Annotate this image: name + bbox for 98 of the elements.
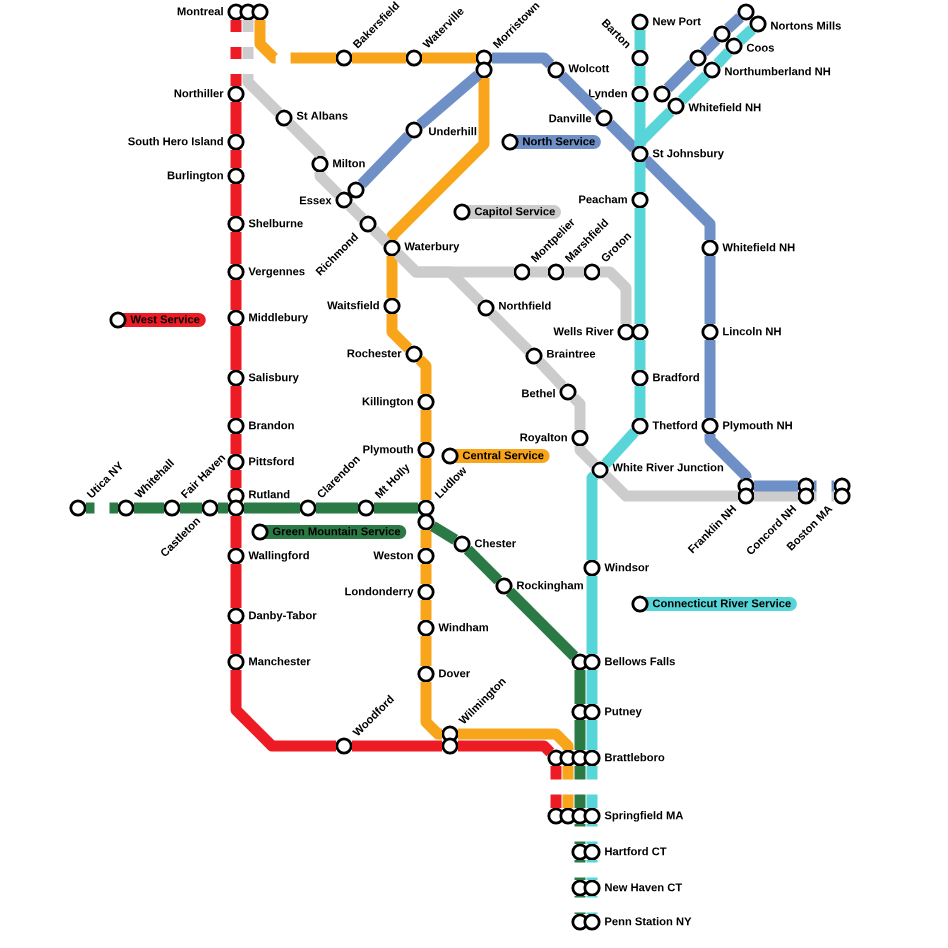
rail-line — [634, 107, 675, 148]
rail-line — [574, 720, 586, 750]
rail-line — [386, 78, 490, 242]
rail-line — [574, 824, 586, 844]
rail-line — [754, 480, 798, 492]
rail-line — [285, 119, 326, 160]
rail-line — [634, 30, 646, 50]
rail-line — [415, 355, 432, 394]
rail-line — [244, 502, 300, 514]
rail-line — [314, 170, 343, 199]
rail-line — [420, 530, 432, 548]
rail-line — [634, 66, 646, 86]
rail-line — [564, 266, 584, 278]
rail-line — [458, 740, 555, 757]
rail-line — [574, 860, 586, 880]
rail-line — [230, 670, 336, 752]
rail-line — [230, 564, 242, 608]
rail-line — [458, 728, 574, 752]
rail-line — [134, 502, 164, 514]
rail-line — [634, 386, 646, 418]
rail-line — [586, 860, 598, 880]
rail-line — [429, 521, 459, 545]
rail-line — [369, 225, 391, 247]
rail-line — [586, 896, 598, 914]
rail-line — [704, 256, 716, 324]
rail-line — [393, 249, 485, 307]
rail-line — [357, 131, 413, 189]
rail-line — [704, 340, 716, 418]
rail-line — [230, 386, 242, 418]
rail-line — [605, 119, 639, 153]
rail-line — [230, 516, 242, 548]
rail-line — [663, 59, 697, 93]
rail-line — [230, 470, 242, 488]
rail-line — [352, 52, 406, 64]
rail-line — [601, 471, 738, 502]
rail-line — [699, 35, 721, 57]
rail-line — [814, 480, 834, 492]
rail-line — [713, 48, 733, 68]
rail-line — [754, 490, 798, 502]
rail-line — [814, 490, 834, 502]
rail-line — [420, 600, 432, 620]
rail-line — [230, 232, 242, 264]
rail-line — [242, 20, 283, 117]
rail-line — [586, 576, 598, 654]
rail-line — [230, 20, 242, 86]
rail-line — [634, 340, 646, 370]
rail-line — [600, 266, 632, 324]
rail-line — [505, 587, 579, 661]
rail-line — [530, 266, 548, 278]
rail-line — [230, 624, 242, 654]
rail-line — [704, 434, 752, 482]
rail-line — [374, 502, 418, 514]
rail-line — [586, 824, 598, 844]
rail-line — [352, 740, 442, 752]
rail-line — [562, 766, 574, 808]
rail-line — [724, 13, 744, 33]
rail-line — [492, 52, 555, 69]
rail-line — [230, 434, 242, 454]
rail-line — [574, 444, 599, 469]
rail-line — [574, 670, 586, 704]
rail-line — [230, 280, 242, 310]
rail-line — [416, 71, 482, 129]
rail-line — [386, 256, 398, 298]
rail-line — [180, 502, 202, 514]
rail-line — [586, 766, 598, 808]
rail-line — [677, 71, 711, 105]
rail-line — [420, 410, 432, 442]
rail-line — [601, 428, 639, 468]
rail-line — [487, 309, 533, 355]
rail-line — [586, 670, 598, 704]
rail-line — [569, 393, 586, 430]
rail-line — [550, 766, 562, 808]
rail-line — [463, 545, 503, 585]
rail-line — [736, 25, 756, 45]
rail-line — [420, 458, 432, 500]
rail-line — [230, 150, 242, 168]
rail-line — [574, 766, 586, 808]
rail-line — [345, 201, 367, 223]
rail-line — [634, 162, 646, 192]
rail-line — [230, 184, 242, 216]
rail-line — [422, 52, 476, 64]
rail-line — [586, 720, 598, 750]
rail-line — [574, 896, 586, 914]
rail-line — [230, 102, 242, 134]
rail-line — [641, 155, 716, 240]
rail-line — [586, 471, 599, 560]
rail-line — [86, 502, 118, 514]
rail-line — [420, 682, 444, 740]
rail-line — [386, 314, 413, 353]
rail-line — [230, 326, 242, 370]
rail-line — [634, 208, 646, 324]
rail-line — [254, 20, 336, 64]
rail-line — [557, 71, 603, 117]
rail-line — [420, 564, 432, 584]
rail-line — [535, 358, 567, 390]
rail-line — [218, 502, 228, 514]
rail-line — [316, 502, 358, 514]
rail-line — [420, 636, 432, 666]
